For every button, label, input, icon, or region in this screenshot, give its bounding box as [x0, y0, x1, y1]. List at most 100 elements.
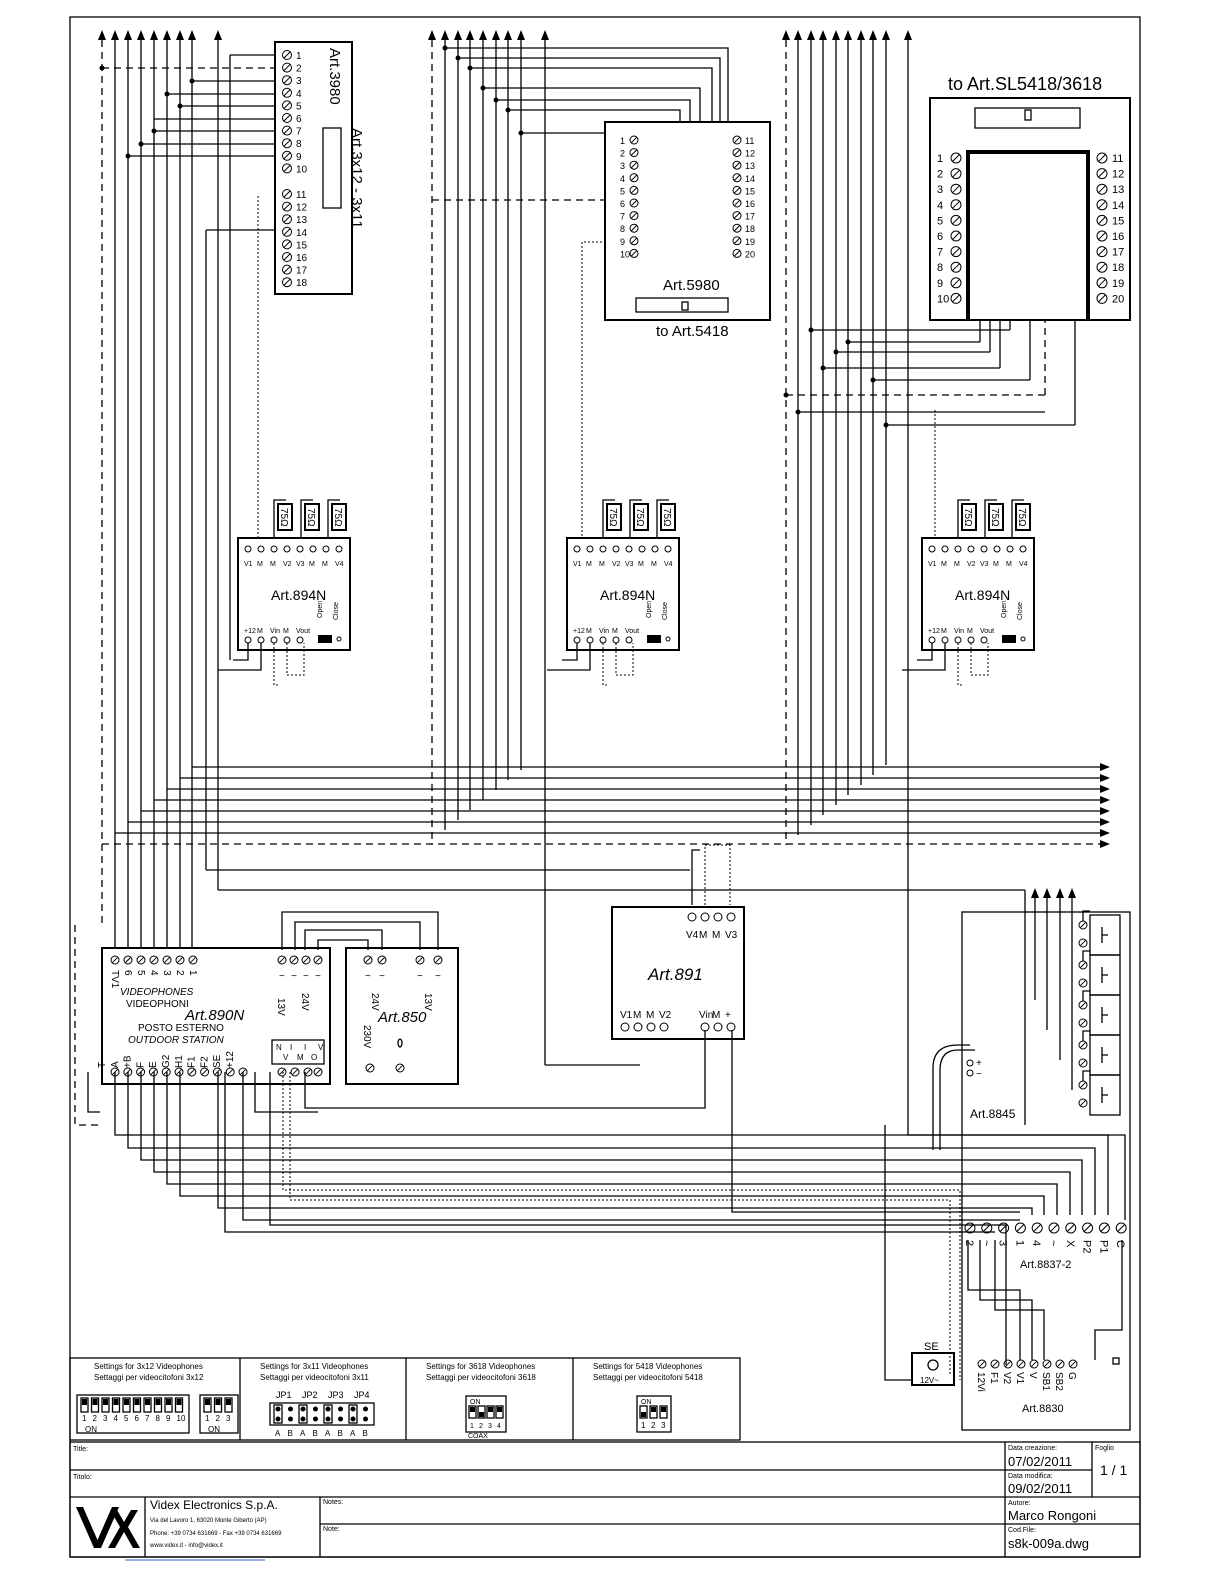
- panel1-title2: Settaggi per videocitofoni 3x12: [94, 1373, 204, 1382]
- resistor-75: 75Ω: [327, 499, 347, 538]
- art3980-terminal-6: [282, 113, 292, 123]
- art3980-terminal-num-6: 6: [296, 114, 302, 125]
- art890n-vm-label: V: [283, 1053, 289, 1062]
- art3980-terminal-3: [282, 75, 292, 86]
- modified-date: 09/02/2011: [1008, 1481, 1072, 1496]
- art8830-terminal-label: SB1: [1040, 1372, 1051, 1391]
- middle-riser: [428, 30, 729, 1065]
- jumper-pin: [1020, 636, 1026, 642]
- sl5418-terminal-6: [950, 230, 962, 242]
- art8837-terminal: [1014, 1222, 1026, 1234]
- sl5418-terminal-12: [1096, 168, 1108, 180]
- art850-label: Art.850: [377, 1009, 427, 1026]
- art3980-terminal-16: [282, 252, 292, 262]
- jumper-pin: [363, 1416, 368, 1422]
- jumper-pin: [336, 636, 342, 642]
- jumper-block: [1002, 635, 1016, 643]
- art5980-terminal-num-6: 6: [620, 199, 625, 209]
- art894n-bottom-terminal: [928, 636, 936, 644]
- art5980-terminal-8: [629, 223, 639, 233]
- art894n-top-terminal: [573, 545, 581, 553]
- art8837-label: Art.8837-2: [1020, 1259, 1071, 1271]
- dip-switch-number: 2: [651, 1421, 656, 1430]
- dip-switch-number: 3: [488, 1423, 492, 1430]
- art894n-bottom-terminal: [270, 636, 278, 644]
- riser-arrow-left-1: [111, 30, 119, 40]
- art894n-top-terminal: [257, 545, 265, 553]
- art890n-top-terminal: [123, 955, 133, 965]
- art891-bottom-terminal-label: V1: [620, 1010, 633, 1021]
- art850-ac-label: ~: [417, 971, 423, 982]
- riser-arrow-right-9: [904, 30, 912, 40]
- settings-panels: Settings for 3x12 Videophones Settaggi p…: [69, 1357, 741, 1441]
- dip-switch-number: 3: [661, 1421, 666, 1430]
- art3980-terminal-num-18: 18: [296, 278, 308, 289]
- jumper-pin: [275, 1406, 281, 1412]
- sl5418-terminal-1: [950, 152, 962, 164]
- art890n-bottom-terminal-label: E: [148, 1061, 159, 1068]
- jumper-pin: [338, 1416, 343, 1422]
- art894n-top-terminal-label: V2: [967, 561, 976, 568]
- title-field-label: Title:: [73, 1446, 88, 1453]
- art5980-terminal-num-17: 17: [745, 212, 755, 222]
- art894n-bottom-terminal-label: Vin: [270, 628, 280, 635]
- art890n-top-terminal-label: 6: [122, 970, 133, 976]
- dip-switch-number: 1: [205, 1414, 210, 1423]
- resistor-value: 75Ω: [1016, 508, 1027, 527]
- t24v-label-890: 24V: [299, 993, 310, 1011]
- art8830-terminal-label: 12Vi: [975, 1372, 986, 1392]
- art8830-terminal-label: F1: [988, 1372, 999, 1384]
- jumper-pin: [288, 1406, 293, 1412]
- art850-module: ~~~~ Art.850 24V 13V 230V: [281, 911, 459, 1085]
- riser-arrow-right-5: [844, 30, 852, 40]
- art3980-terminal-2: [282, 62, 292, 73]
- sl5418-terminal-16: [1096, 230, 1108, 242]
- art894n-label: Art.894N: [600, 587, 655, 603]
- art890n-ac-terminal: [277, 955, 287, 965]
- art894n-top-terminal: [967, 545, 975, 553]
- art894n-bottom-terminal: [941, 636, 949, 644]
- art894n-bottom-terminal-label: M: [283, 628, 289, 635]
- art890n-ac-label: ~: [315, 971, 321, 982]
- riser-arrow-left-3: [137, 30, 145, 40]
- riser-arrow-mid-1: [441, 30, 449, 40]
- dip-switch: [143, 1397, 152, 1413]
- art3980-terminal-num-12: 12: [296, 203, 308, 214]
- art890n-vm-terminal: [303, 1067, 313, 1077]
- bus-arrow-4: [1100, 807, 1110, 815]
- bus-arrow-6: [1100, 829, 1110, 837]
- jumper-label: JP4: [354, 1390, 370, 1400]
- art5980-terminal-12: [732, 148, 742, 158]
- art3980-terminal-num-13: 13: [296, 215, 308, 226]
- art8837-terminal-label: P1: [1097, 1240, 1109, 1253]
- dip-switch-number: 3: [226, 1414, 231, 1423]
- art891-top-terminal: [700, 912, 710, 922]
- call-button-terminal: [1078, 1098, 1088, 1108]
- art5980-terminal-num-10: 10: [620, 249, 630, 259]
- jumper-position-label: A: [325, 1429, 331, 1438]
- dip-switch-number: 9: [166, 1414, 171, 1423]
- art3980-terminal-11: [282, 189, 292, 199]
- art890n-bottom-terminal-label: +12: [225, 1051, 236, 1068]
- riser-arrow-mid-4: [479, 30, 487, 40]
- close-label: Close: [1017, 602, 1024, 620]
- art890n-top-terminal-label: 5: [135, 970, 146, 976]
- dip-switch: [203, 1397, 212, 1413]
- art890n-bottom-terminal: [225, 1067, 235, 1077]
- sl5418-terminal-num-12: 12: [1112, 169, 1124, 181]
- art890n-vm-terminal: [290, 1067, 300, 1077]
- art891-bottom-terminal: [713, 1022, 723, 1032]
- art890n-bottom-terminal: [161, 1067, 171, 1077]
- dip-on-label: ON: [208, 1425, 220, 1434]
- art3980-terminal-13: [282, 214, 292, 225]
- dip-switch-number: 2: [216, 1414, 221, 1423]
- art8837-terminal-label: P2: [1081, 1240, 1093, 1253]
- art8830-terminal: [1068, 1359, 1078, 1369]
- riser-arrow-left-6: [176, 30, 184, 40]
- art890n-ac-terminal: [313, 955, 323, 965]
- call-button-terminal: [1078, 1000, 1088, 1010]
- sl5418-terminal-2: [950, 168, 962, 180]
- jumper-pin: [300, 1416, 306, 1422]
- art5980-terminal-18: [732, 223, 742, 233]
- call-button-3: [1078, 990, 1121, 1036]
